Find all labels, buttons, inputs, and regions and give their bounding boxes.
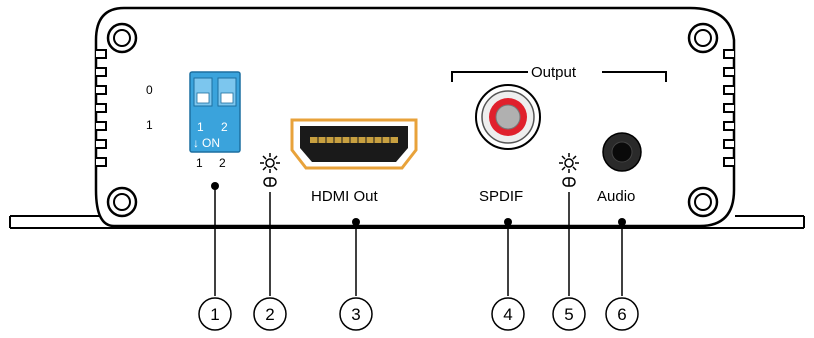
screw-bottom-right-icon — [687, 186, 719, 218]
hdmi-out-label: HDMI Out — [311, 188, 379, 205]
spdif-label: SPDIF — [479, 188, 523, 205]
chassis-body — [94, 6, 736, 228]
callout-6: 6 — [605, 297, 639, 331]
power-led-indicator — [260, 153, 280, 187]
callout-dots — [211, 182, 626, 226]
callout-leaders — [214, 186, 623, 296]
spdif-port: SPDIF — [475, 84, 541, 205]
dip-on-label: ON — [202, 136, 220, 150]
dip-row-off-label: 0 — [146, 83, 153, 97]
screw-bottom-left-icon — [106, 186, 138, 218]
callout-5: 5 — [552, 297, 586, 331]
audio-label: Audio — [597, 188, 635, 205]
callout-1: 1 — [198, 297, 232, 331]
mounting-flange — [9, 215, 805, 229]
callout-2: 2 — [253, 297, 287, 331]
callout-number: 2 — [265, 305, 274, 324]
sun-led-icon — [260, 153, 280, 173]
output-group: Output — [451, 64, 667, 82]
callout-number: 6 — [617, 305, 626, 324]
callout-number: 3 — [351, 305, 360, 324]
callout-number: 5 — [564, 305, 573, 324]
sun-led-icon — [559, 153, 579, 173]
dip-switch: 0 1 1 2 ↓ ON 1 2 — [146, 71, 241, 170]
screw-top-left-icon — [106, 22, 138, 54]
dip-bottom-number-2: 2 — [219, 156, 226, 170]
left-vent-ridges — [96, 49, 107, 167]
hdmi-out-port: HDMI Out — [290, 118, 418, 205]
callout-number: 1 — [210, 305, 219, 324]
screw-top-right-icon — [687, 22, 719, 54]
signal-led-indicator — [559, 153, 579, 187]
callout-number: 4 — [503, 305, 512, 324]
dip-bottom-number-1: 1 — [196, 156, 203, 170]
audio-jack: Audio — [597, 132, 642, 205]
dip-row-on-label: 1 — [146, 118, 153, 132]
dip-switch-number-1: 1 — [197, 120, 204, 134]
callout-3: 3 — [339, 297, 373, 331]
output-group-label: Output — [531, 64, 577, 81]
dip-switch-number-2: 2 — [221, 120, 228, 134]
dip-arrow-icon: ↓ — [193, 136, 199, 150]
right-vent-ridges — [723, 49, 734, 167]
callout-4: 4 — [491, 297, 525, 331]
